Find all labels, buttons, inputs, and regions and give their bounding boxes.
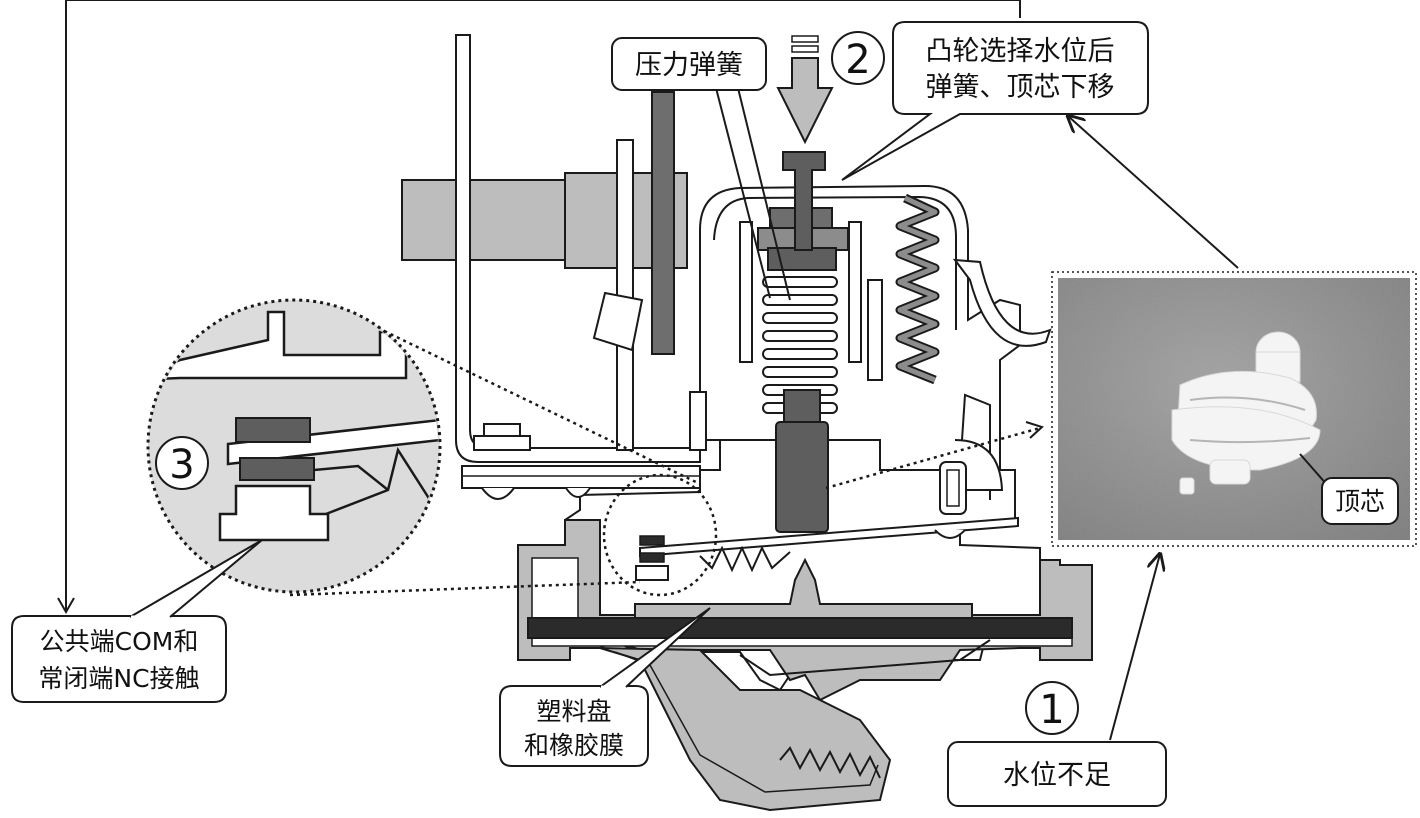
callout-water-low: 水位不足 xyxy=(947,741,1167,807)
zoom-guides xyxy=(289,326,1041,597)
callout-pressure-spring: 压力弹簧 xyxy=(611,37,767,91)
label-diaphragm-line1: 塑料盘 xyxy=(536,697,611,726)
label-water-low: 水位不足 xyxy=(1003,760,1111,791)
callout-diaphragm: 塑料盘 和橡胶膜 xyxy=(499,607,711,767)
diaphragm-chamber xyxy=(517,519,1093,702)
cam-push-arrow xyxy=(776,35,834,145)
pressure-spring xyxy=(762,276,838,414)
switch-arm xyxy=(635,461,1019,581)
label-contact-line1: 公共端COM和 xyxy=(40,627,199,656)
contact-lever xyxy=(461,391,707,500)
label-pressure-spring: 压力弹簧 xyxy=(635,50,743,81)
frame-bracket xyxy=(455,34,701,463)
label-diaphragm-line2: 和橡胶膜 xyxy=(524,731,624,760)
feedback-wire xyxy=(57,0,1021,615)
adjust-spring xyxy=(895,193,940,385)
step-1-number: 1 xyxy=(1039,687,1064,733)
cam-follower xyxy=(757,151,849,271)
callout-plunger: 顶芯 xyxy=(1321,477,1399,525)
inlet-pipe xyxy=(599,639,991,812)
axle xyxy=(401,172,688,269)
zoom-circle xyxy=(146,298,442,594)
plunger-core xyxy=(775,389,829,533)
step-3-marker: 3 xyxy=(155,436,209,490)
label-cam-note-line1: 凸轮选择水位后 xyxy=(926,36,1115,67)
step-1-marker: 1 xyxy=(1025,681,1079,735)
label-plunger: 顶芯 xyxy=(1335,487,1385,516)
step-2-number: 2 xyxy=(845,37,870,83)
step-2-marker: 2 xyxy=(831,31,885,85)
callout-cam-note: 凸轮选择水位后 弹簧、顶芯下移 xyxy=(841,21,1149,181)
step-3-number: 3 xyxy=(169,442,194,488)
leader-lines xyxy=(715,87,1329,741)
label-contact-line2: 常闭端NC接触 xyxy=(38,664,199,693)
label-cam-note-line2: 弹簧、顶芯下移 xyxy=(926,72,1115,103)
callout-contact: 公共端COM和 常闭端NC接触 xyxy=(11,539,263,703)
